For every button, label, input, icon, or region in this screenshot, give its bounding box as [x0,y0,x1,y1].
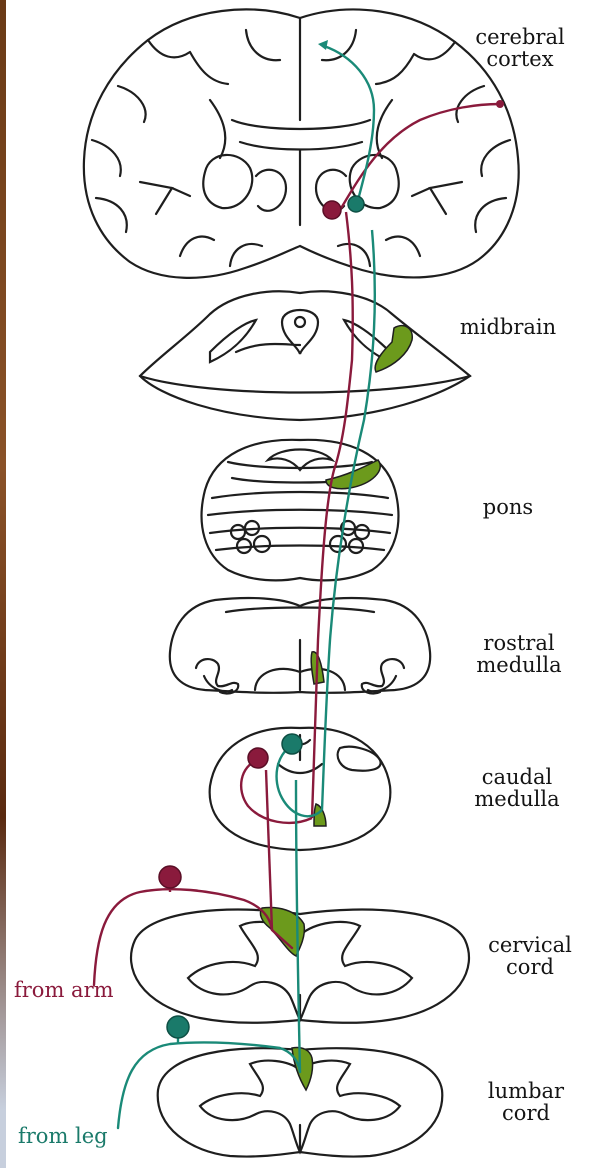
label-midbrain: midbrain [438,316,578,338]
cortex-outline [84,9,519,277]
rostral-medulla-section [170,598,430,694]
label-pons: pons [458,496,558,518]
leg-gracile-cell-body [282,734,302,754]
cerebral-cortex-section [84,9,519,277]
arm-drg-cell-body [159,866,181,888]
label-from-arm: from arm [14,978,114,1002]
arm-thalamus-cell-body [323,201,341,219]
label-from-leg: from leg [18,1124,108,1148]
leg-drg-cell-body [167,1016,189,1038]
midbrain-section [140,291,470,420]
leg-thalamus-cell-body [348,196,364,212]
pons-section [202,440,399,581]
arm-cortex-terminal [496,100,504,108]
arm-cuneate-cell-body [248,748,268,768]
